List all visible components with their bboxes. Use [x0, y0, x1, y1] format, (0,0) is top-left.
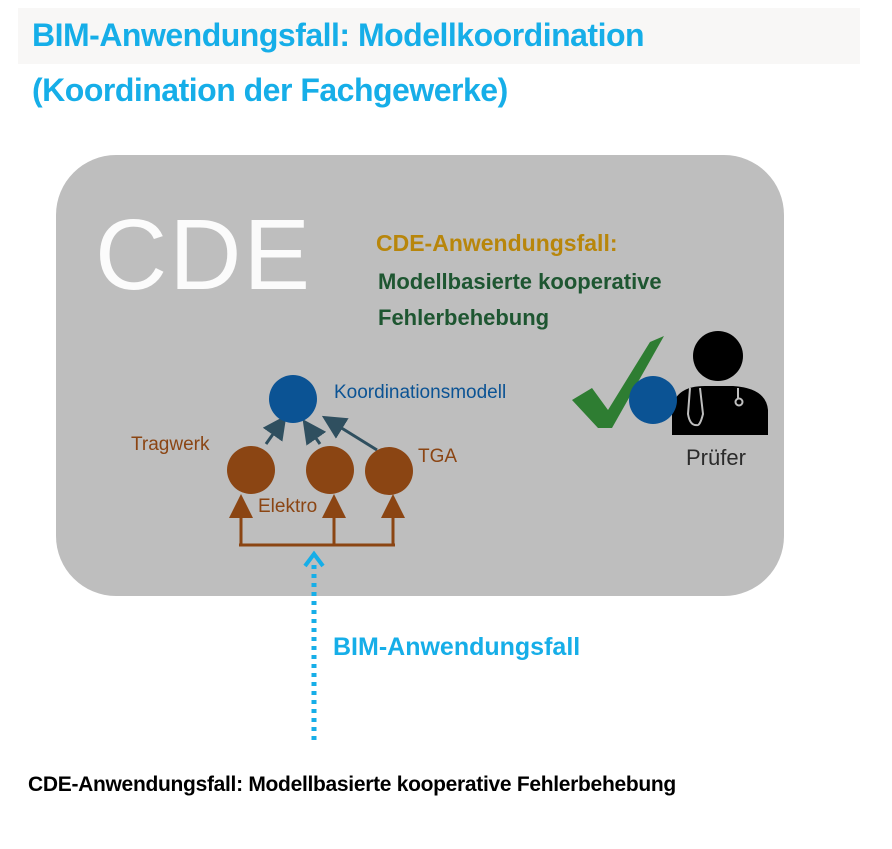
electrical-node	[306, 446, 354, 494]
model-dot-icon	[629, 376, 677, 424]
electrical-label: Elektro	[258, 496, 318, 517]
cde-label: CDE	[95, 199, 313, 311]
coordination-model-label: Koordinationsmodell	[334, 382, 507, 403]
page-title-line1: BIM-Anwendungsfall: Modellkoordination	[32, 17, 645, 53]
check-icon	[572, 336, 664, 428]
caption: CDE-Anwendungsfall: Modellbasierte koope…	[28, 773, 676, 796]
cde-use-case-line2: Fehlerbehebung	[378, 305, 550, 330]
structure-label: Tragwerk	[131, 434, 210, 455]
structure-node	[227, 446, 275, 494]
doctor-head	[693, 331, 743, 381]
arrow-mep-to-coordination	[321, 415, 378, 452]
title-band	[18, 8, 860, 64]
cde-use-case-heading: CDE-Anwendungsfall:	[376, 230, 618, 256]
cde-container	[56, 155, 784, 596]
bim-use-case-label: BIM-Anwendungsfall	[333, 633, 581, 661]
arrow-electrical-to-coordination	[302, 419, 327, 446]
page-title-line2: (Koordination der Fachgewerke)	[32, 72, 508, 108]
mep-node	[365, 447, 413, 495]
arrow-structure-to-coordination	[262, 415, 287, 445]
mep-label: TGA	[418, 446, 458, 467]
reviewer-label: Prüfer	[686, 445, 746, 470]
coordination-model-node	[269, 375, 317, 423]
cde-use-case-line1: Modellbasierte kooperative	[378, 269, 662, 294]
doctor-icon	[672, 386, 768, 435]
